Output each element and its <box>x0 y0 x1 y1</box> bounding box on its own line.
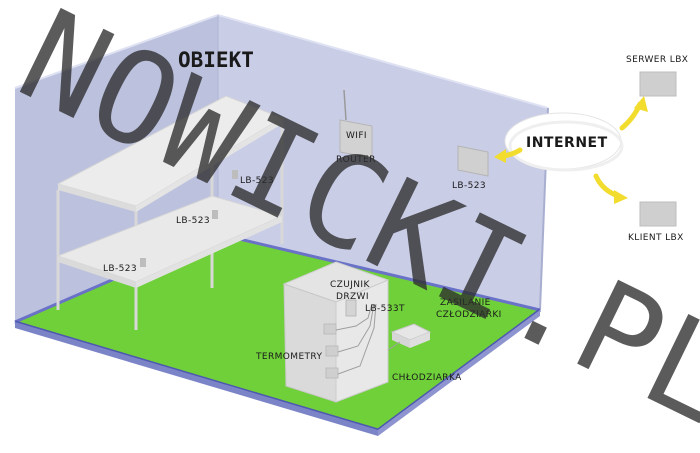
label-lb523-wall: LB-523 <box>452 181 486 191</box>
shelf-top-front <box>58 184 136 212</box>
shelf-top-side <box>136 118 282 212</box>
label-lb523-shelf-top: LB-523 <box>240 176 274 186</box>
label-chlodziarka: CHŁODZIARKA <box>392 373 462 383</box>
label-czujnik: CZUJNIK <box>330 280 370 290</box>
arrow-head-wall <box>494 149 506 163</box>
label-lb523-shelf-mid: LB-523 <box>176 216 210 226</box>
internet-cloud-shadow <box>508 120 624 172</box>
label-lb533t: LB-533T <box>365 304 405 314</box>
floor-base-right <box>378 310 540 436</box>
label-termometry: TERMOMETRY <box>255 352 323 362</box>
router-device <box>339 89 373 159</box>
sensor-lb523-top <box>232 170 238 179</box>
label-drzwi: DRZWI <box>336 292 369 302</box>
fridge <box>282 261 432 403</box>
wall-sensor-lb523 <box>457 145 489 177</box>
sensor-lb523-mid <box>212 210 218 219</box>
label-lb523-shelf-low: LB-523 <box>103 264 137 274</box>
label-zasilanie: ZASILANIE <box>440 298 491 308</box>
floor-base <box>15 322 378 436</box>
shelf-bottom-front <box>58 256 136 288</box>
shelf-bottom-side <box>136 216 282 288</box>
arrow-head-server <box>634 96 648 112</box>
label-serwer: SERWER LBX <box>626 55 688 65</box>
label-klient: KLIENT LBX <box>628 233 684 243</box>
label-wifi: WIFI <box>346 131 367 141</box>
arrow-head-client <box>614 190 628 204</box>
back-wall <box>218 15 548 310</box>
sensor-lb523-low <box>140 258 146 267</box>
client-lbx <box>639 201 677 227</box>
title: OBIEKT <box>178 48 254 72</box>
label-router: ROUTER <box>336 155 376 165</box>
label-internet: INTERNET <box>526 135 608 151</box>
server-lbx <box>639 71 677 97</box>
label-czlodziarki: CZŁODZIARKI <box>436 310 502 320</box>
